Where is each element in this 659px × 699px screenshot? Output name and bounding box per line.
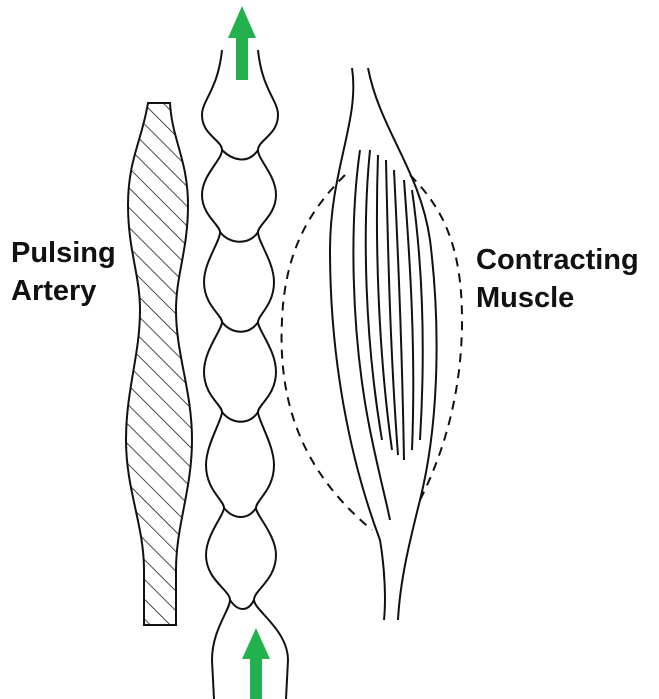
pulsing-artery-label-line-1: Pulsing bbox=[11, 234, 116, 272]
contracting-muscle-label: Contracting Muscle bbox=[476, 241, 639, 317]
muscle-contracted-outline bbox=[282, 175, 462, 530]
flow-arrow-top bbox=[228, 6, 256, 80]
flow-arrow-bottom bbox=[242, 628, 270, 699]
pulsing-artery bbox=[126, 103, 192, 625]
contracting-muscle bbox=[330, 68, 437, 620]
vein-with-valves bbox=[202, 50, 288, 699]
pulsing-artery-label: Pulsing Artery bbox=[11, 234, 116, 310]
contracting-muscle-label-line-2: Muscle bbox=[476, 279, 639, 317]
pulsing-artery-label-line-2: Artery bbox=[11, 272, 116, 310]
contracting-muscle-label-line-1: Contracting bbox=[476, 241, 639, 279]
